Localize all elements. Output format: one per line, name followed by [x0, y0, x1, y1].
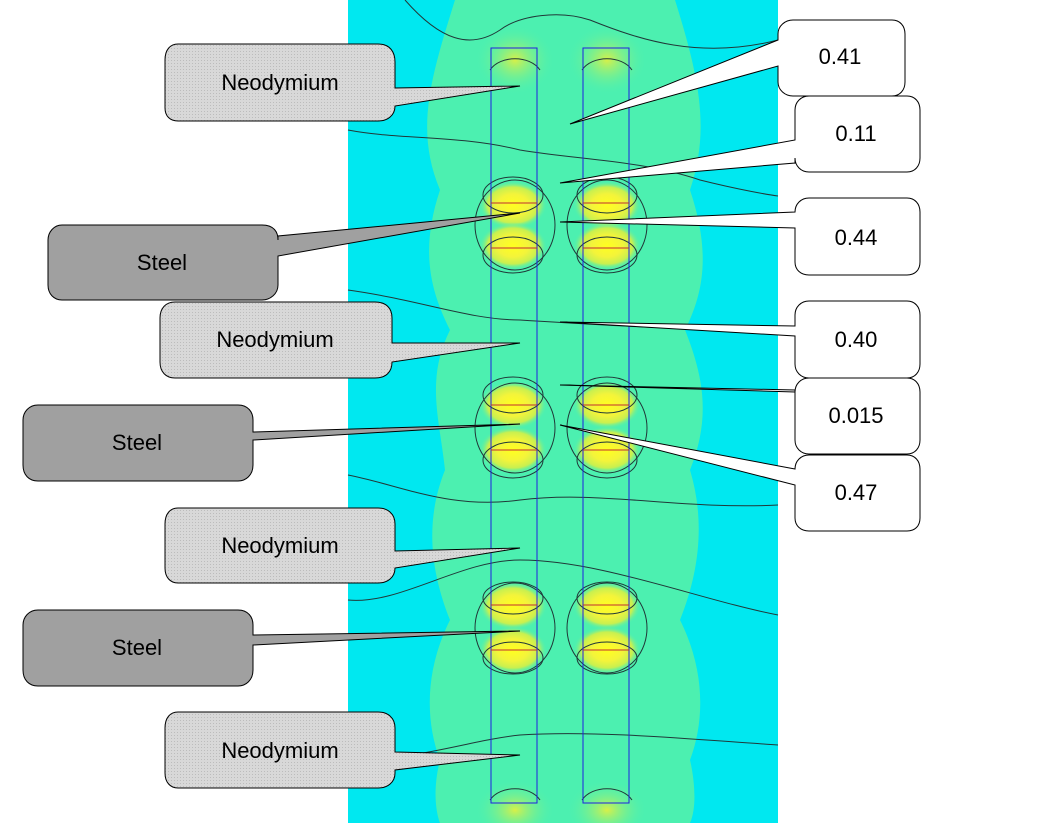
callout-value-3-text: 0.44 — [835, 225, 878, 250]
callout-value-6: 0.47 — [559, 424, 921, 532]
callout-steel-3-label: Steel — [112, 635, 162, 660]
right-callouts: 0.41 0.11 0.44 0.40 0.015 0.47 — [559, 19, 921, 532]
field-plot — [347, 0, 779, 823]
callout-neodymium-3: Neodymium — [164, 507, 521, 584]
callout-value-5: 0.015 — [559, 377, 921, 455]
magnet-column-right — [582, 47, 630, 804]
callout-steel-1: Steel — [47, 212, 521, 301]
callout-value-4-text: 0.40 — [835, 327, 878, 352]
field-hotspots — [475, 25, 647, 823]
callout-steel-2: Steel — [22, 404, 521, 482]
callout-neodymium-2: Neodymium — [159, 301, 521, 379]
callout-steel-3: Steel — [22, 609, 521, 687]
callout-neodymium-1-label: Neodymium — [221, 70, 338, 95]
callout-neodymium-3-label: Neodymium — [221, 533, 338, 558]
callout-steel-1-label: Steel — [137, 250, 187, 275]
left-callouts: Neodymium Steel Neodymium Steel Neodymiu… — [22, 43, 521, 789]
callout-neodymium-1: Neodymium — [164, 43, 521, 122]
callout-value-5-text: 0.015 — [828, 403, 883, 428]
callout-neodymium-2-label: Neodymium — [216, 327, 333, 352]
callout-neodymium-4: Neodymium — [164, 711, 521, 789]
callout-value-6-text: 0.47 — [835, 480, 878, 505]
callout-value-2-text: 0.11 — [835, 121, 876, 146]
callout-neodymium-4-label: Neodymium — [221, 738, 338, 763]
callout-value-1: 0.41 — [569, 19, 906, 125]
callout-value-3: 0.44 — [559, 197, 921, 276]
callout-steel-2-label: Steel — [112, 430, 162, 455]
callout-value-2: 0.11 — [559, 95, 921, 184]
callout-value-1-text: 0.41 — [819, 44, 862, 69]
field-band — [427, 0, 703, 823]
callout-value-4: 0.40 — [559, 300, 921, 379]
